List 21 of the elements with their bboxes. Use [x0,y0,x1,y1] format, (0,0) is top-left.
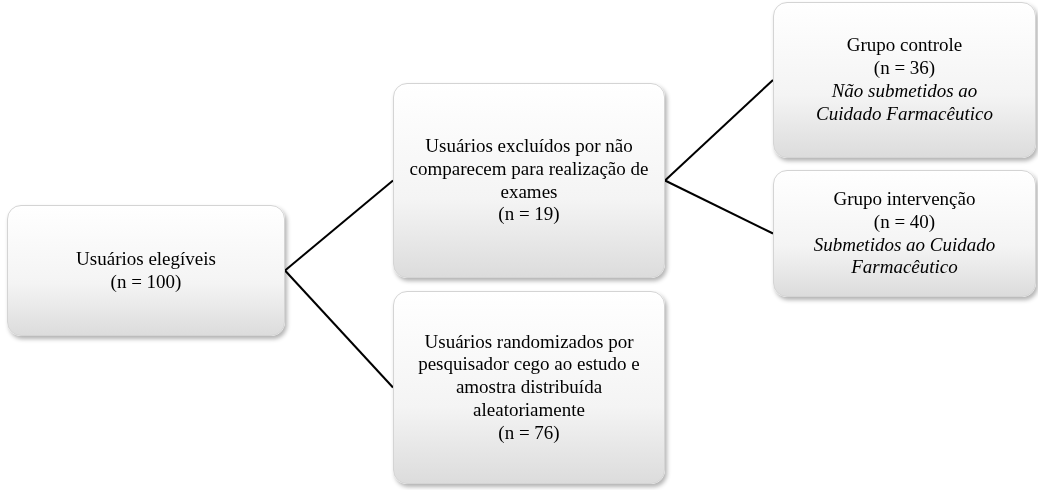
rounded-box [393,291,665,484]
count-text: (n = 100) [110,270,182,294]
rounded-box [393,83,665,278]
connector-line [284,179,394,272]
connector-line [664,79,774,182]
description-text: Submetidos ao Cuidado Farmacêutico [812,233,997,280]
box-title: Usuários excluídos por não comparecem para realização de exames [408,134,650,204]
box-title: Grupo controle [846,34,963,58]
count-text: (n = 36) [873,57,936,80]
rounded-box [773,2,1036,158]
count-text: (n = 76) [498,421,560,445]
count-text: (n = 19) [498,203,560,227]
rounded-box [7,205,285,336]
count-text: (n = 40) [873,210,936,234]
connector-line [284,269,394,389]
box-title: Usuários randomizados por pesquisador cego ao estudo e amostra distribuída aleatoriamente [417,330,641,422]
rounded-box [773,170,1036,297]
box-title: Usuários elegíveis [76,247,216,271]
description-text: Não submetidos ao Cuidado Farmacêutico [815,80,994,126]
connector-line [664,179,774,235]
box-title: Grupo intervenção [833,187,976,211]
